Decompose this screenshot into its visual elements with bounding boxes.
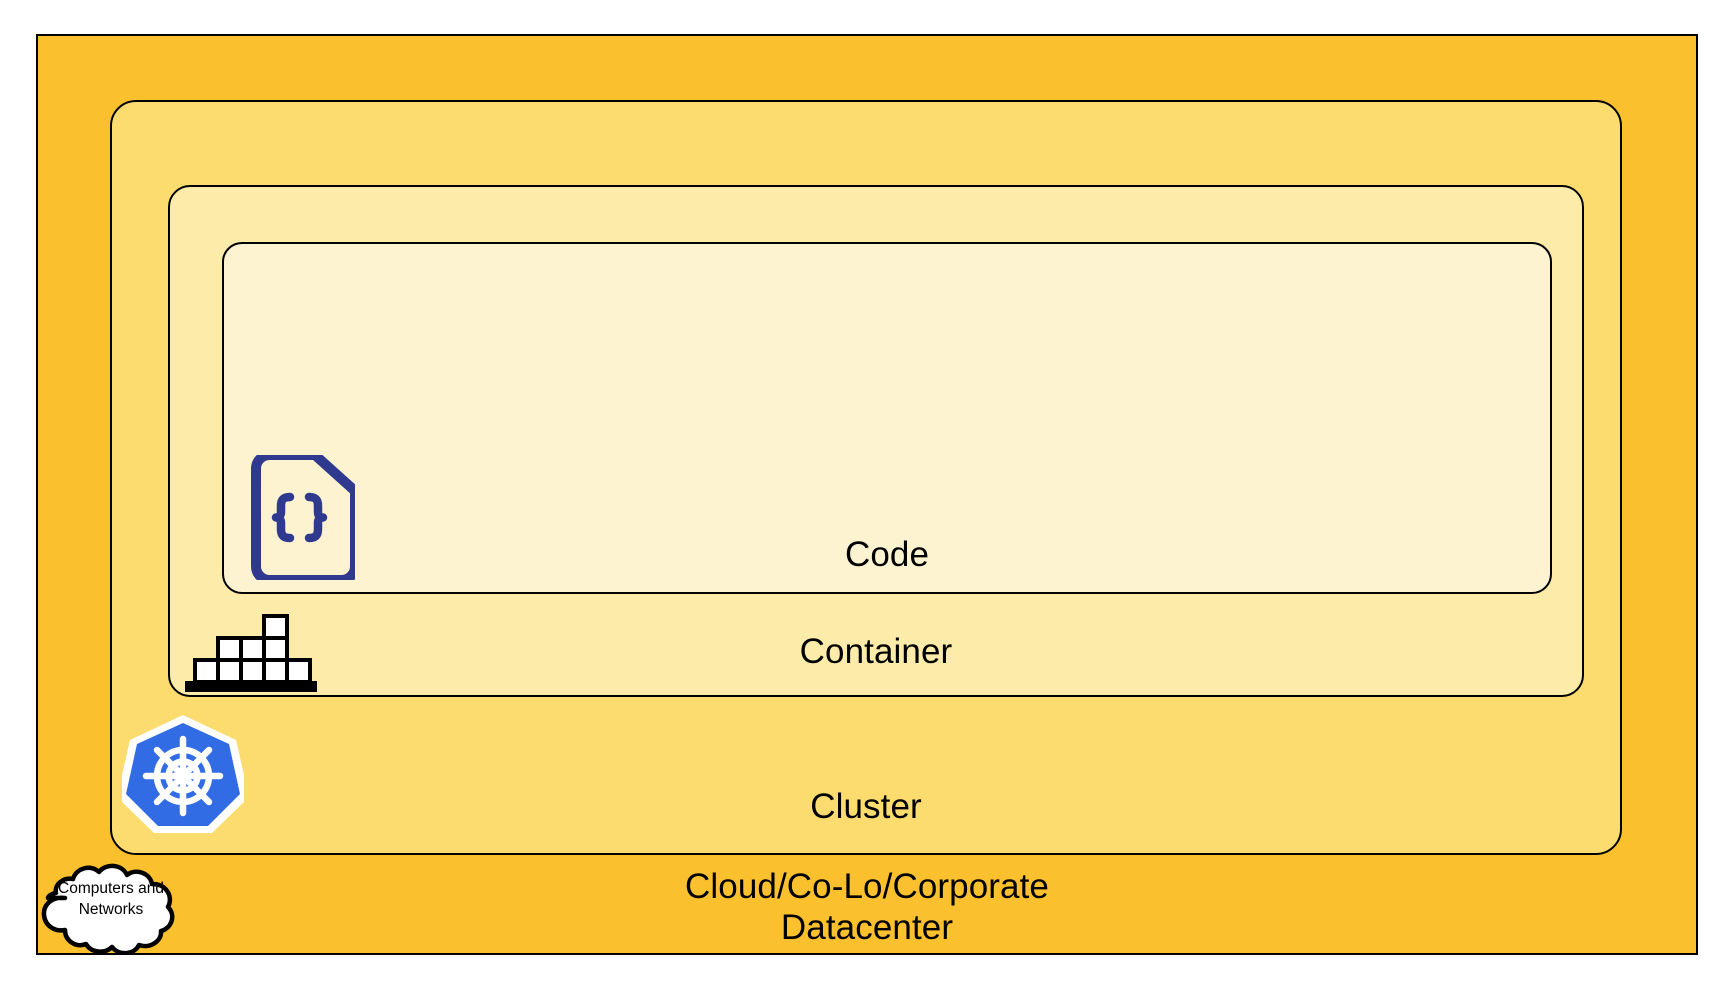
layer-label-container: Container bbox=[799, 632, 953, 671]
layer-label-code: Code bbox=[844, 535, 930, 574]
code-file-braces-icon bbox=[251, 455, 355, 580]
container-boxes-stack-icon bbox=[185, 614, 317, 692]
layer-label-datacenter: Cloud/Co-Lo/Corporate Datacenter bbox=[685, 867, 1049, 947]
kubernetes-helm-wheel-icon bbox=[122, 715, 244, 833]
layer-label-cluster: Cluster bbox=[810, 787, 922, 826]
layer-code bbox=[222, 242, 1552, 594]
computers-networks-cloud-shape bbox=[41, 863, 175, 953]
